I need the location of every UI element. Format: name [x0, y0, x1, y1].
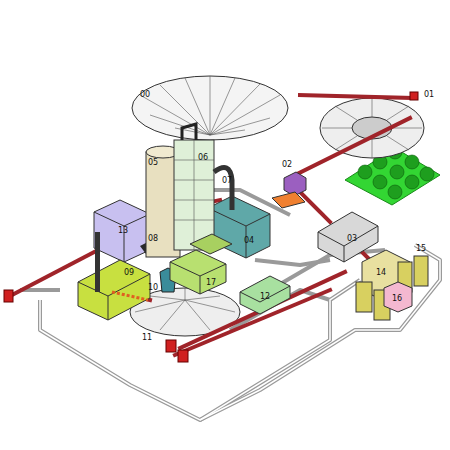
callout-number: 17: [206, 278, 216, 287]
callout-number: 13: [118, 226, 128, 235]
callout-number: 16: [392, 294, 402, 303]
callout-number: 03: [347, 234, 357, 243]
callout-number: 07: [222, 176, 232, 185]
callout-number: 14: [376, 268, 386, 277]
callout-number: 01: [424, 90, 434, 99]
callout-number: 06: [198, 153, 208, 162]
callout-number: 15: [416, 244, 426, 253]
callout-number: 00: [140, 90, 150, 99]
callout-number: 04: [244, 236, 254, 245]
callout-number: 10: [148, 283, 158, 292]
callout-number: 09: [124, 268, 134, 277]
callout-number: 08: [148, 234, 158, 243]
callout-number: 02: [282, 160, 292, 169]
callout-number: 05: [148, 158, 158, 167]
callout-number: 11: [142, 333, 152, 342]
callout-number: 12: [260, 292, 270, 301]
